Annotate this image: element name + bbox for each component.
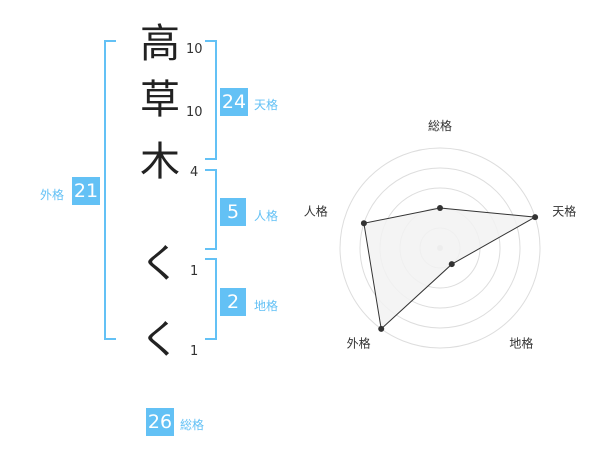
stroke-count-1: 10: [186, 42, 203, 57]
radar-axis-label-0: 総格: [428, 118, 452, 133]
gaikaku-bracket: [104, 40, 116, 340]
radar-point-3: [378, 325, 385, 332]
soukaku-label: 総格: [180, 418, 205, 432]
radar-axis-label-4: 人格: [304, 204, 328, 219]
radar-axis-label-3: 外格: [347, 336, 371, 351]
stroke-count-4: 1: [190, 264, 199, 279]
stroke-count-2: 10: [186, 105, 203, 120]
tenkaku-bracket: [205, 40, 217, 160]
gaikaku-badge: 21: [72, 177, 100, 205]
chikaku-label: 地格: [254, 299, 279, 313]
name-char-2: 草: [140, 77, 180, 123]
radar-point-0: [437, 205, 443, 211]
chikaku-bracket: [205, 258, 217, 340]
jinkaku-label: 人格: [254, 209, 279, 223]
gaikaku-label: 外格: [40, 188, 65, 202]
name-char-3: 木: [140, 139, 180, 185]
radar-point-2: [448, 261, 455, 268]
radar-data-points: [360, 205, 539, 332]
name-char-5: く: [140, 317, 180, 363]
radar-ring-5: [339, 147, 541, 349]
chikaku-badge: 2: [220, 288, 246, 316]
soukaku-badge: 26: [146, 408, 174, 436]
jinkaku-bracket: [205, 169, 217, 250]
radar-axis-label-2: 地格: [509, 336, 533, 351]
jinkaku-badge: 5: [220, 198, 246, 226]
radar-point-4: [360, 220, 367, 227]
name-char-4: く: [140, 241, 180, 287]
radar-data-area: [363, 207, 537, 330]
radar-ring-4: [359, 167, 521, 329]
radar-axis-label-1: 天格: [552, 204, 576, 219]
radar-point-1: [532, 214, 539, 221]
tenkaku-badge: 24: [220, 88, 248, 116]
tenkaku-label: 天格: [254, 98, 279, 112]
stroke-count-3: 4: [190, 165, 199, 180]
stroke-count-5: 1: [190, 344, 199, 359]
name-char-1: 高: [140, 21, 180, 67]
